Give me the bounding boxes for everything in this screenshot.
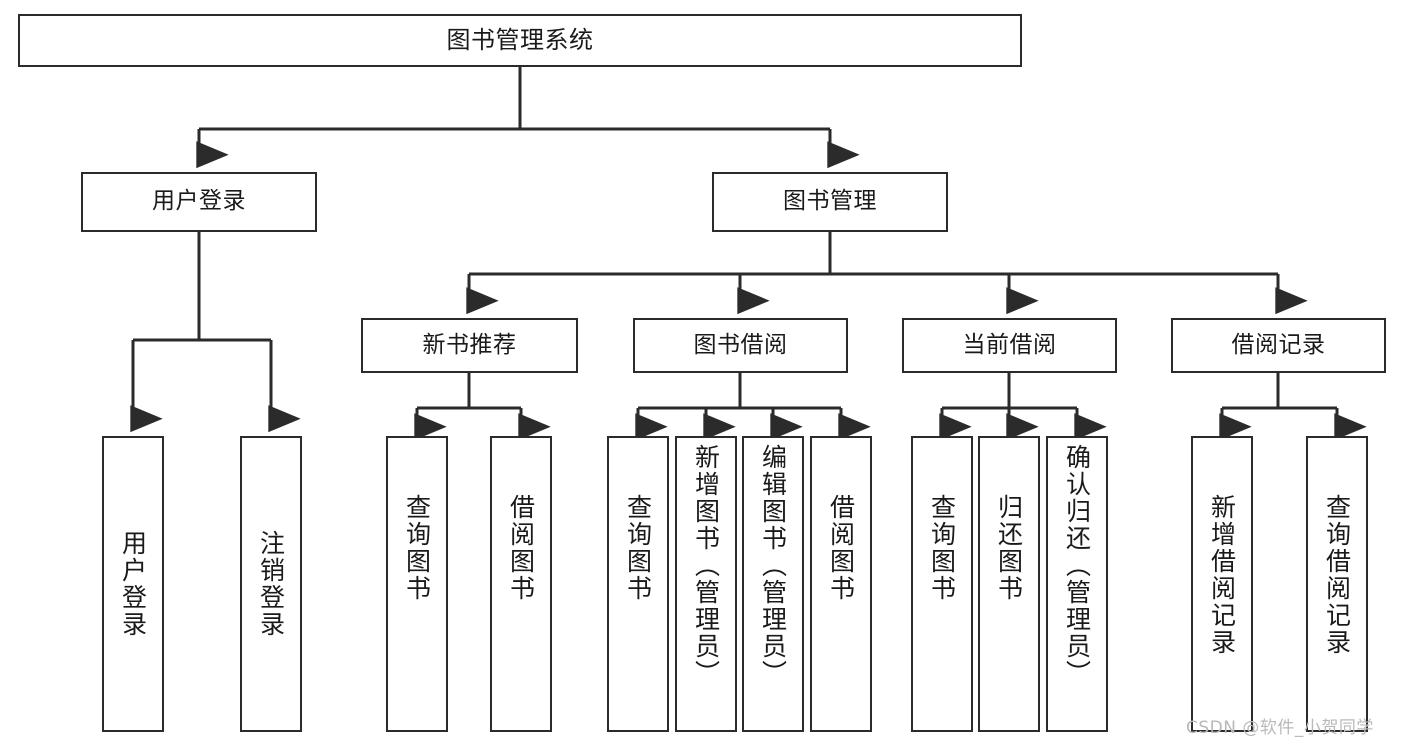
node-label: 编辑图书（管理员）	[758, 444, 788, 687]
node-current-borrow[interactable]: 当前借阅	[902, 318, 1117, 373]
node-root-book-management-system[interactable]: 图书管理系统	[18, 14, 1022, 67]
node-label: 借阅记录	[1231, 331, 1326, 358]
node-book-management[interactable]: 图书管理	[712, 172, 948, 232]
node-label: 图书管理	[783, 188, 877, 215]
node-new-book-recommend[interactable]: 新书推荐	[361, 318, 578, 373]
node-label: 图书管理系统	[446, 26, 594, 55]
node-label: 查询借阅记录	[1322, 494, 1352, 656]
node-label: 用户登录	[118, 530, 148, 638]
leaf-logout-login[interactable]: 注销登录	[240, 436, 302, 732]
node-user-login[interactable]: 用户登录	[81, 172, 317, 232]
node-label: 借阅图书	[826, 494, 856, 602]
node-label: 新增借阅记录	[1207, 494, 1237, 656]
leaf-add-book-admin[interactable]: 新增图书（管理员）	[675, 436, 737, 732]
node-label: 新书推荐	[422, 331, 517, 358]
node-label: 查询图书	[927, 494, 957, 602]
leaf-add-borrow-record[interactable]: 新增借阅记录	[1191, 436, 1253, 732]
node-label: 查询图书	[623, 494, 653, 602]
leaf-return-book[interactable]: 归还图书	[978, 436, 1040, 732]
leaf-query-book-borrow[interactable]: 查询图书	[607, 436, 669, 732]
node-label: 当前借阅	[962, 331, 1057, 358]
leaf-query-book-recommend[interactable]: 查询图书	[386, 436, 448, 732]
leaf-borrow-book[interactable]: 借阅图书	[810, 436, 872, 732]
leaf-user-login[interactable]: 用户登录	[102, 436, 164, 732]
node-label: 新增图书（管理员）	[691, 444, 721, 687]
node-book-borrow[interactable]: 图书借阅	[633, 318, 848, 373]
leaf-edit-book-admin[interactable]: 编辑图书（管理员）	[742, 436, 804, 732]
node-label: 图书借阅	[693, 331, 788, 358]
node-borrow-record[interactable]: 借阅记录	[1171, 318, 1386, 373]
leaf-borrow-book-recommend[interactable]: 借阅图书	[490, 436, 552, 732]
watermark-text: CSDN @软件_小贺同学	[1186, 718, 1374, 738]
node-label: 用户登录	[152, 188, 246, 215]
leaf-query-book-current[interactable]: 查询图书	[911, 436, 973, 732]
node-label: 查询图书	[402, 494, 432, 602]
node-label: 确认归还（管理员）	[1062, 444, 1092, 687]
node-label: 借阅图书	[506, 494, 536, 602]
leaf-query-borrow-record[interactable]: 查询借阅记录	[1306, 436, 1368, 732]
node-label: 注销登录	[256, 530, 286, 638]
leaf-confirm-return-admin[interactable]: 确认归还（管理员）	[1046, 436, 1108, 732]
node-label: 归还图书	[994, 494, 1024, 602]
